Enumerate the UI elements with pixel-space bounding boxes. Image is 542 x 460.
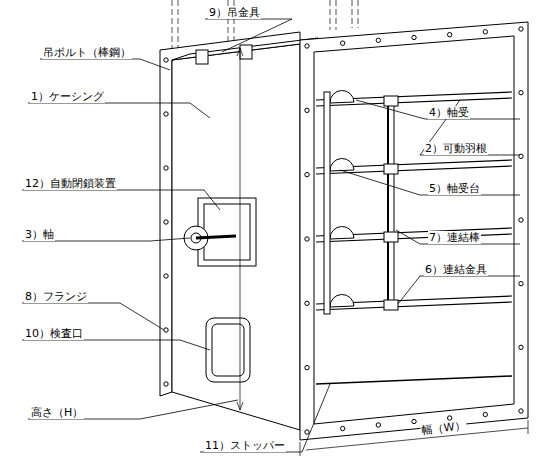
bolt-hole (412, 419, 416, 423)
callout-label: 6）連結金具 (424, 263, 488, 276)
callout-label: 5）軸受台 (428, 182, 481, 195)
bolt-hole (483, 412, 487, 416)
bolt-hole (305, 237, 309, 241)
bolt-hole (519, 345, 523, 349)
bolt-hole (164, 112, 168, 116)
bolt-hole (164, 382, 168, 386)
bolt-hole (164, 166, 168, 170)
bolt-hole (164, 220, 168, 224)
callout-label: 7）連結棒 (428, 231, 481, 244)
bolt-hole (519, 218, 523, 222)
bolt-hole (164, 328, 168, 332)
callout-label: 3）軸 (24, 228, 55, 241)
callout-label: 10）検査口 (24, 327, 84, 340)
bolt-hole (305, 44, 309, 48)
callout-label: 11）ストッパー (204, 439, 286, 452)
bolt-hole (305, 430, 309, 434)
dimension-label: 高さ（H） (30, 406, 84, 419)
bolt-hole (376, 423, 380, 427)
bolt-hole (164, 58, 168, 62)
callout-label: 12）自動閉鎖装置 (24, 177, 117, 190)
bolt-hole (483, 30, 487, 34)
bolt-hole (305, 108, 309, 112)
bolt-hole (340, 41, 344, 45)
callout-label: 4）軸受 (428, 106, 470, 119)
bolt-hole (519, 27, 523, 31)
bolt-hole (412, 35, 416, 39)
bolt-hole (519, 90, 523, 94)
bolt-hole (519, 409, 523, 413)
bolt-hole (340, 426, 344, 430)
bolt-hole (376, 38, 380, 42)
bolt-hole (447, 416, 451, 420)
bolt-hole (519, 281, 523, 285)
bolt-hole (164, 274, 168, 278)
bolt-hole (305, 365, 309, 369)
callout-label: 1）ケーシング (30, 90, 105, 103)
callout-label: 2）可動羽根 (424, 142, 488, 155)
part-label: 吊ボルト（棒鋼） (42, 46, 132, 59)
callout-label: 9）吊金具 (208, 6, 261, 19)
bolt-hole (447, 32, 451, 36)
bolt-hole (305, 301, 309, 305)
callout-label: 8）フランジ (24, 290, 88, 303)
bolt-hole (305, 172, 309, 176)
